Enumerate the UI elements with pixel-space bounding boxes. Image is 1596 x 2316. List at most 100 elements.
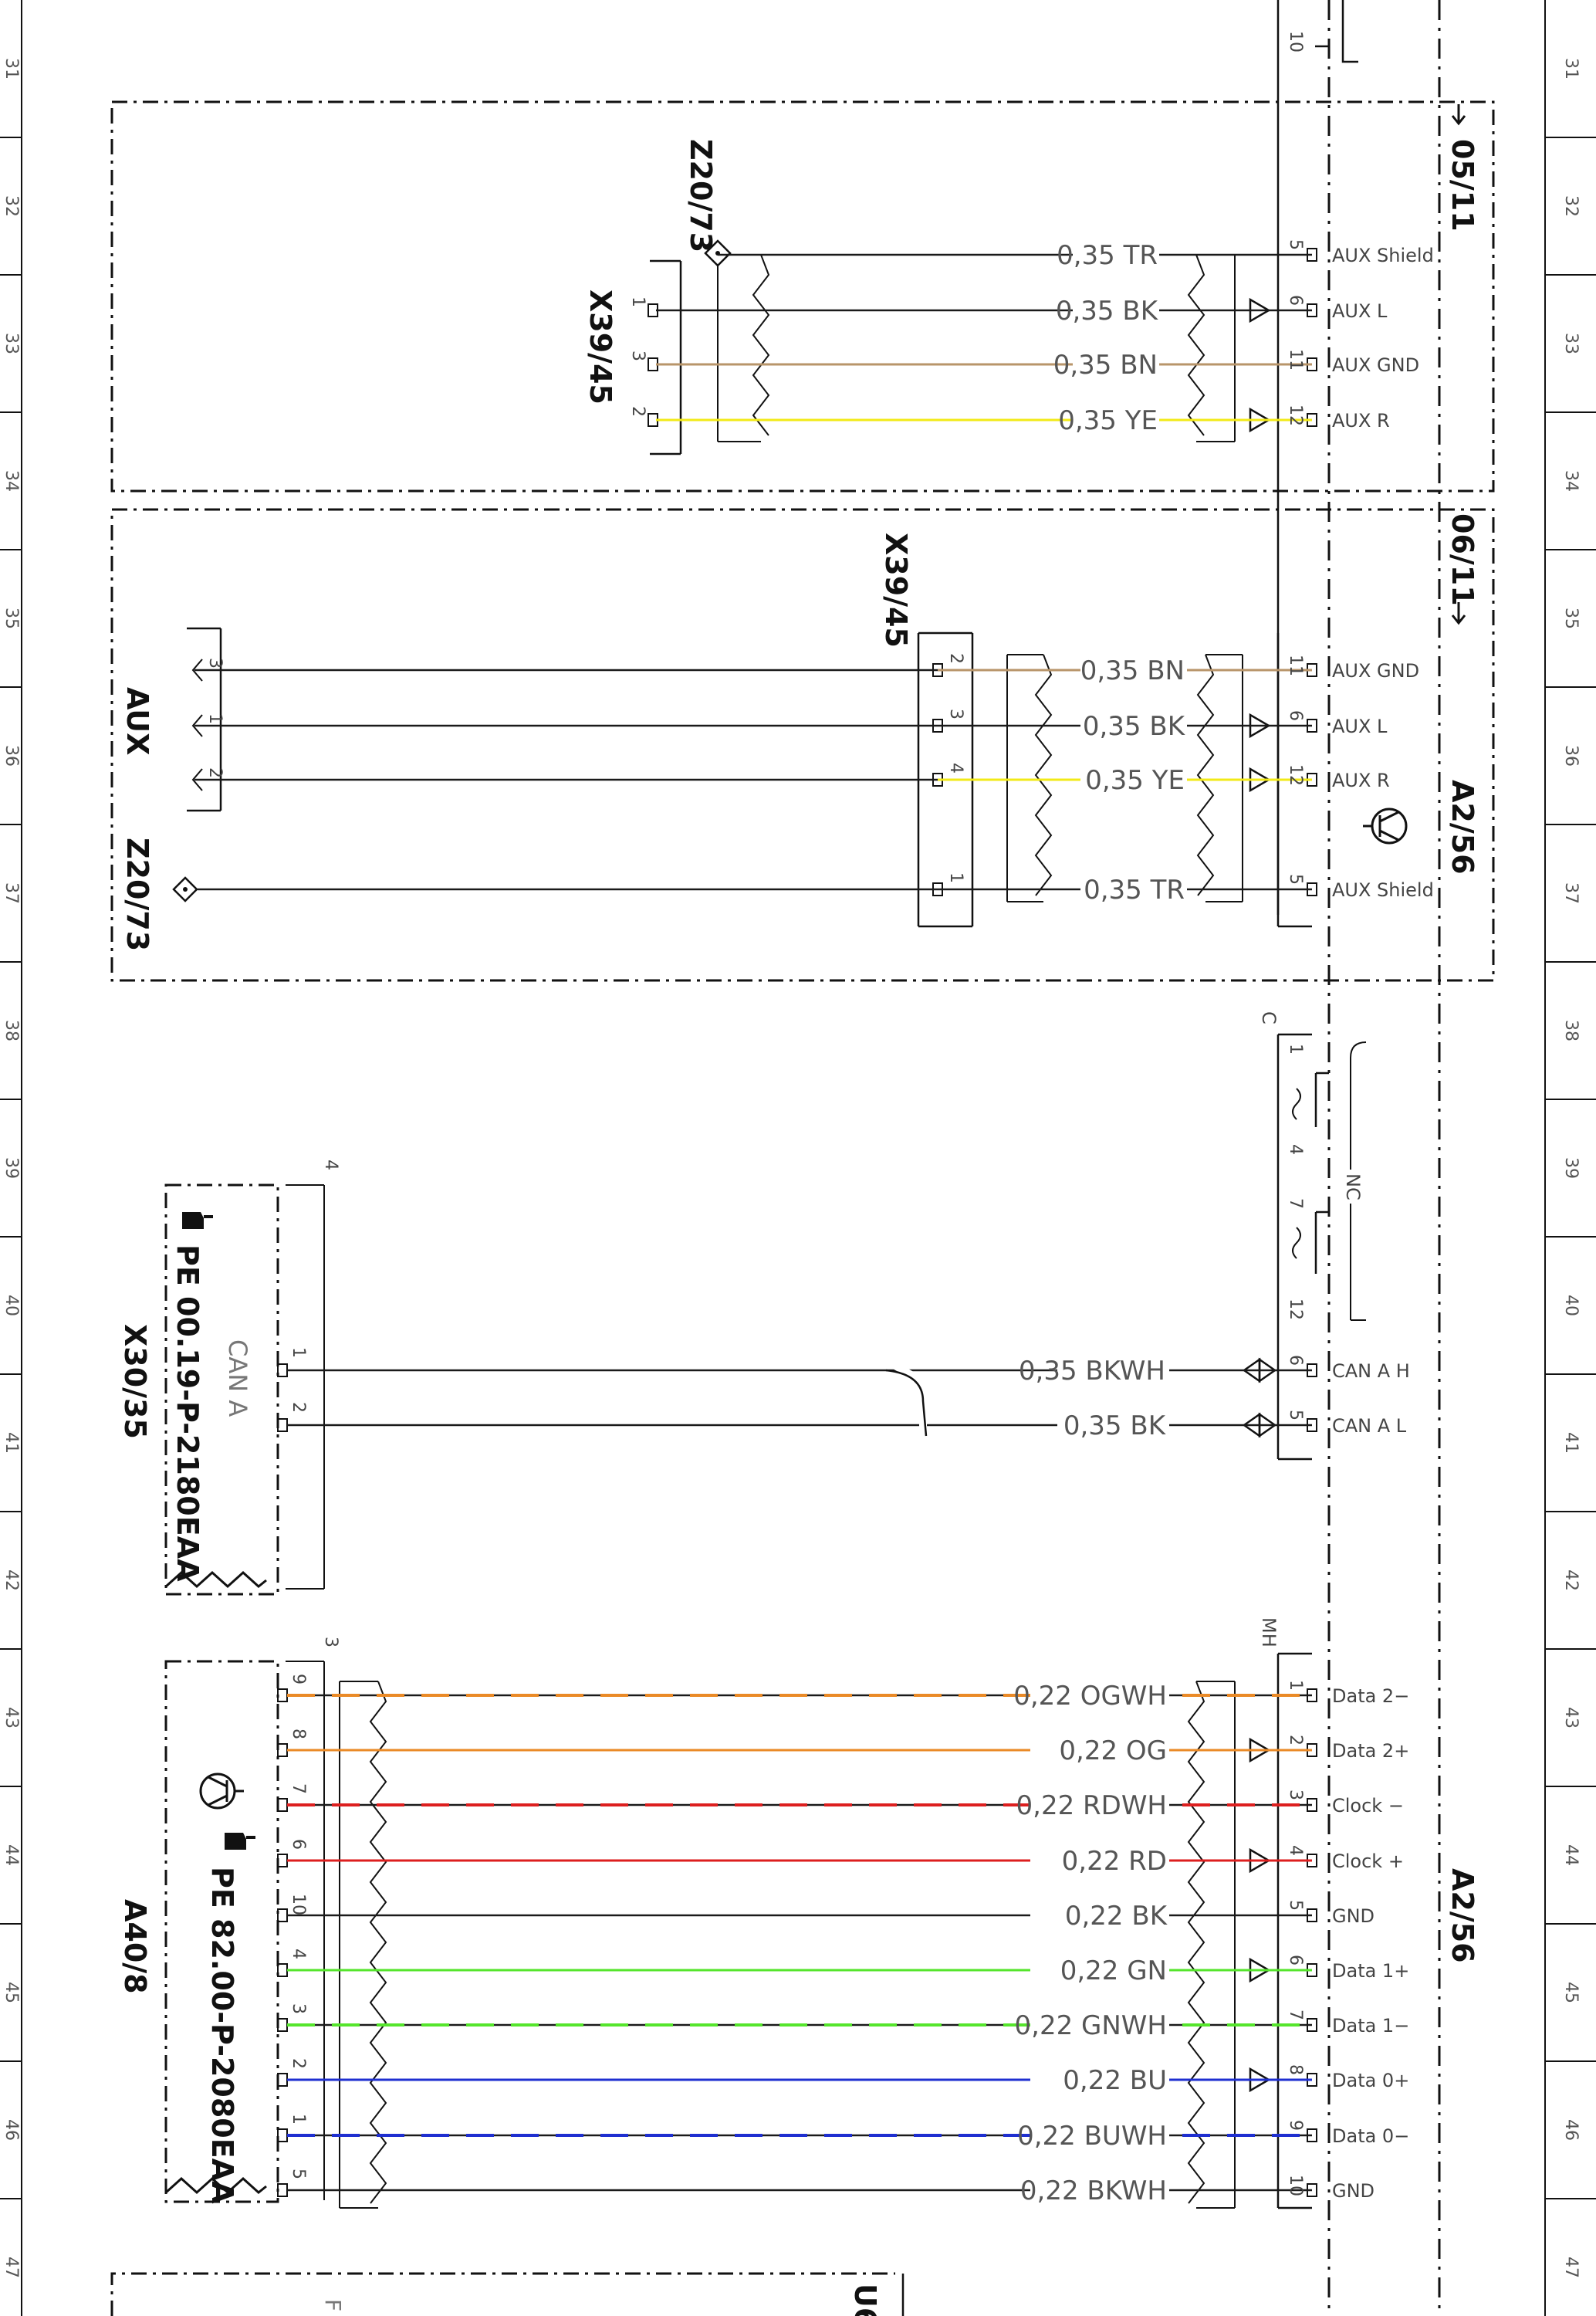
can-signal-0: CAN A H	[1332, 1360, 1410, 1382]
bottom-signal-9: GND	[1332, 2180, 1375, 2202]
bottom-left-pin-number-5: 4	[289, 1949, 308, 1959]
top-left-pin-number-3: 2	[628, 406, 648, 417]
c-stub	[1314, 1072, 1329, 1127]
label-backdrop	[1343, 1170, 1360, 1204]
c-stub	[1314, 1210, 1329, 1274]
c-pin-number-0: 1	[1286, 1044, 1305, 1055]
mid-right-pin-number-0: 11	[1286, 655, 1305, 676]
module-label-a2-56: A2/56	[1446, 780, 1479, 875]
c-bridge-icon	[1292, 1088, 1301, 1120]
bottom-signal-4: GND	[1332, 1905, 1375, 1927]
label-backdrop	[1057, 1353, 1169, 1387]
bottom-left-pin-number-4: 10	[289, 1894, 308, 1915]
label-backdrop	[1030, 1733, 1169, 1767]
label-backdrop	[1030, 2063, 1169, 2097]
transistor-collector	[1379, 811, 1399, 823]
bottom-left-pin-number-1: 8	[289, 1729, 308, 1739]
row-number-left: 44	[2, 1844, 21, 1866]
row-number-left: 36	[2, 745, 21, 767]
hand-finger	[246, 1836, 255, 1839]
bottom-signal-1: Data 2+	[1332, 1740, 1409, 1762]
shield-diamond-icon	[172, 876, 198, 902]
mid-right-pin-number-1: 6	[1286, 710, 1305, 721]
bottom-right-pin-number-7: 8	[1286, 2064, 1305, 2075]
can-left-pin-0	[277, 1363, 288, 1377]
bottom-right-pin-number-5: 6	[1286, 1955, 1305, 1966]
cut-block-fragment: F	[320, 2299, 346, 2311]
label-backdrop	[1030, 1678, 1169, 1712]
shield-zigzag-left	[369, 1681, 387, 2204]
bottom-right-pin-number-1: 2	[1286, 1735, 1305, 1745]
mid-right-pin-number-3: 5	[1286, 874, 1305, 885]
can-left-pin-number-0: 1	[289, 1347, 308, 1358]
bottom-wire-label-5: 0,22 GN	[1060, 1955, 1167, 1986]
bottom-wire-label-2: 0,22 RDWH	[1016, 1790, 1168, 1821]
nc-label: NC	[1342, 1173, 1364, 1200]
mid-wire-label-2: 0,35 YE	[1085, 765, 1185, 796]
twisted-pair-icon	[885, 1369, 928, 1437]
can-left-pin-number-1: 2	[289, 1402, 308, 1413]
shield-zigzag-left	[752, 254, 770, 436]
can-right-pin-number-1: 5	[1286, 1410, 1305, 1420]
bottom-left-pin-number-0: 9	[289, 1674, 308, 1685]
component-label-a40-8: A40/8	[118, 1899, 152, 1994]
bottom-right-pin-number-4: 5	[1286, 1900, 1305, 1911]
top-left-pin-number-2: 3	[628, 350, 648, 361]
row-number-right: 42	[1561, 1569, 1581, 1591]
aux-jack-contact-icon	[191, 659, 203, 682]
bottom-pe-reference: PE 82.00-P-2080EAA	[205, 1867, 239, 2204]
c-pin-number-2: 7	[1286, 1198, 1305, 1209]
label-backdrop	[1030, 2008, 1169, 2042]
shield-label-mid: Z20/73	[120, 838, 154, 951]
sheet-ref-top: 05/11	[1446, 139, 1479, 232]
nc-bracket	[1350, 1041, 1367, 1081]
bottom-signal-5: Data 1+	[1332, 1960, 1409, 1982]
bottom-pe-frame	[164, 1660, 279, 2203]
bottom-signal-3: Clock +	[1332, 1850, 1404, 1872]
pin-number: 10	[1286, 31, 1305, 52]
row-number-left: 34	[2, 470, 21, 492]
can-pe-reference: PE 00.19-P-2180EAA	[171, 1244, 205, 1582]
row-number-right: 46	[1561, 2119, 1581, 2141]
mid-left-pin-number-2: 4	[946, 763, 965, 774]
cut-block-frame	[110, 2272, 895, 2316]
transistor-circle	[1371, 808, 1408, 845]
bottom-left-pin-6	[277, 2018, 288, 2032]
mid-wire-label-0: 0,35 BN	[1080, 655, 1185, 686]
transistor-circle	[199, 1773, 236, 1810]
mid-signal-2: AUX R	[1332, 770, 1390, 791]
label-backdrop	[1073, 403, 1159, 437]
bottom-left-pin-number-9: 5	[289, 2169, 308, 2179]
bottom-right-pin-number-3: 4	[1286, 1845, 1305, 1856]
shield-zigzag-right	[1187, 1681, 1205, 2204]
row-number-right: 47	[1561, 2257, 1581, 2278]
bottom-left-pin-0	[277, 1688, 288, 1702]
bottom-left-pin-number-8: 1	[289, 2114, 308, 2125]
mid-wire-label-1: 0,35 BK	[1083, 711, 1186, 742]
mid-signal-0: AUX GND	[1332, 660, 1419, 682]
row-number-left: 39	[2, 1157, 21, 1179]
aux-jack-label: AUX	[120, 687, 154, 755]
label-backdrop	[1030, 1953, 1169, 1987]
bottom-left-pin-9	[277, 2183, 288, 2197]
can-signal-1: CAN A L	[1332, 1415, 1407, 1437]
shield-diamond-icon-dot	[183, 887, 188, 892]
row-number-left: 45	[2, 1982, 21, 2003]
row-number-right: 34	[1561, 470, 1581, 492]
bottom-signal-8: Data 0−	[1332, 2125, 1409, 2147]
top-right-pin-number-1: 6	[1286, 295, 1305, 306]
bottom-wire-label-1: 0,22 OG	[1059, 1735, 1167, 1766]
row-number-right: 40	[1561, 1295, 1581, 1316]
row-number-right: 44	[1561, 1844, 1581, 1866]
transistor-emitter	[208, 1776, 228, 1788]
mid-left-pin-number-1: 3	[946, 709, 965, 720]
row-number-right: 33	[1561, 333, 1581, 354]
bottom-wire-label-4: 0,22 BK	[1065, 1901, 1168, 1932]
mid-left-pin-number-3: 1	[946, 872, 965, 883]
row-number-right: 38	[1561, 1020, 1581, 1041]
transistor-emitter	[1379, 829, 1399, 841]
can-right-pin-number-0: 6	[1286, 1355, 1305, 1366]
bottom-wire-label-7: 0,22 BU	[1063, 2065, 1167, 2096]
